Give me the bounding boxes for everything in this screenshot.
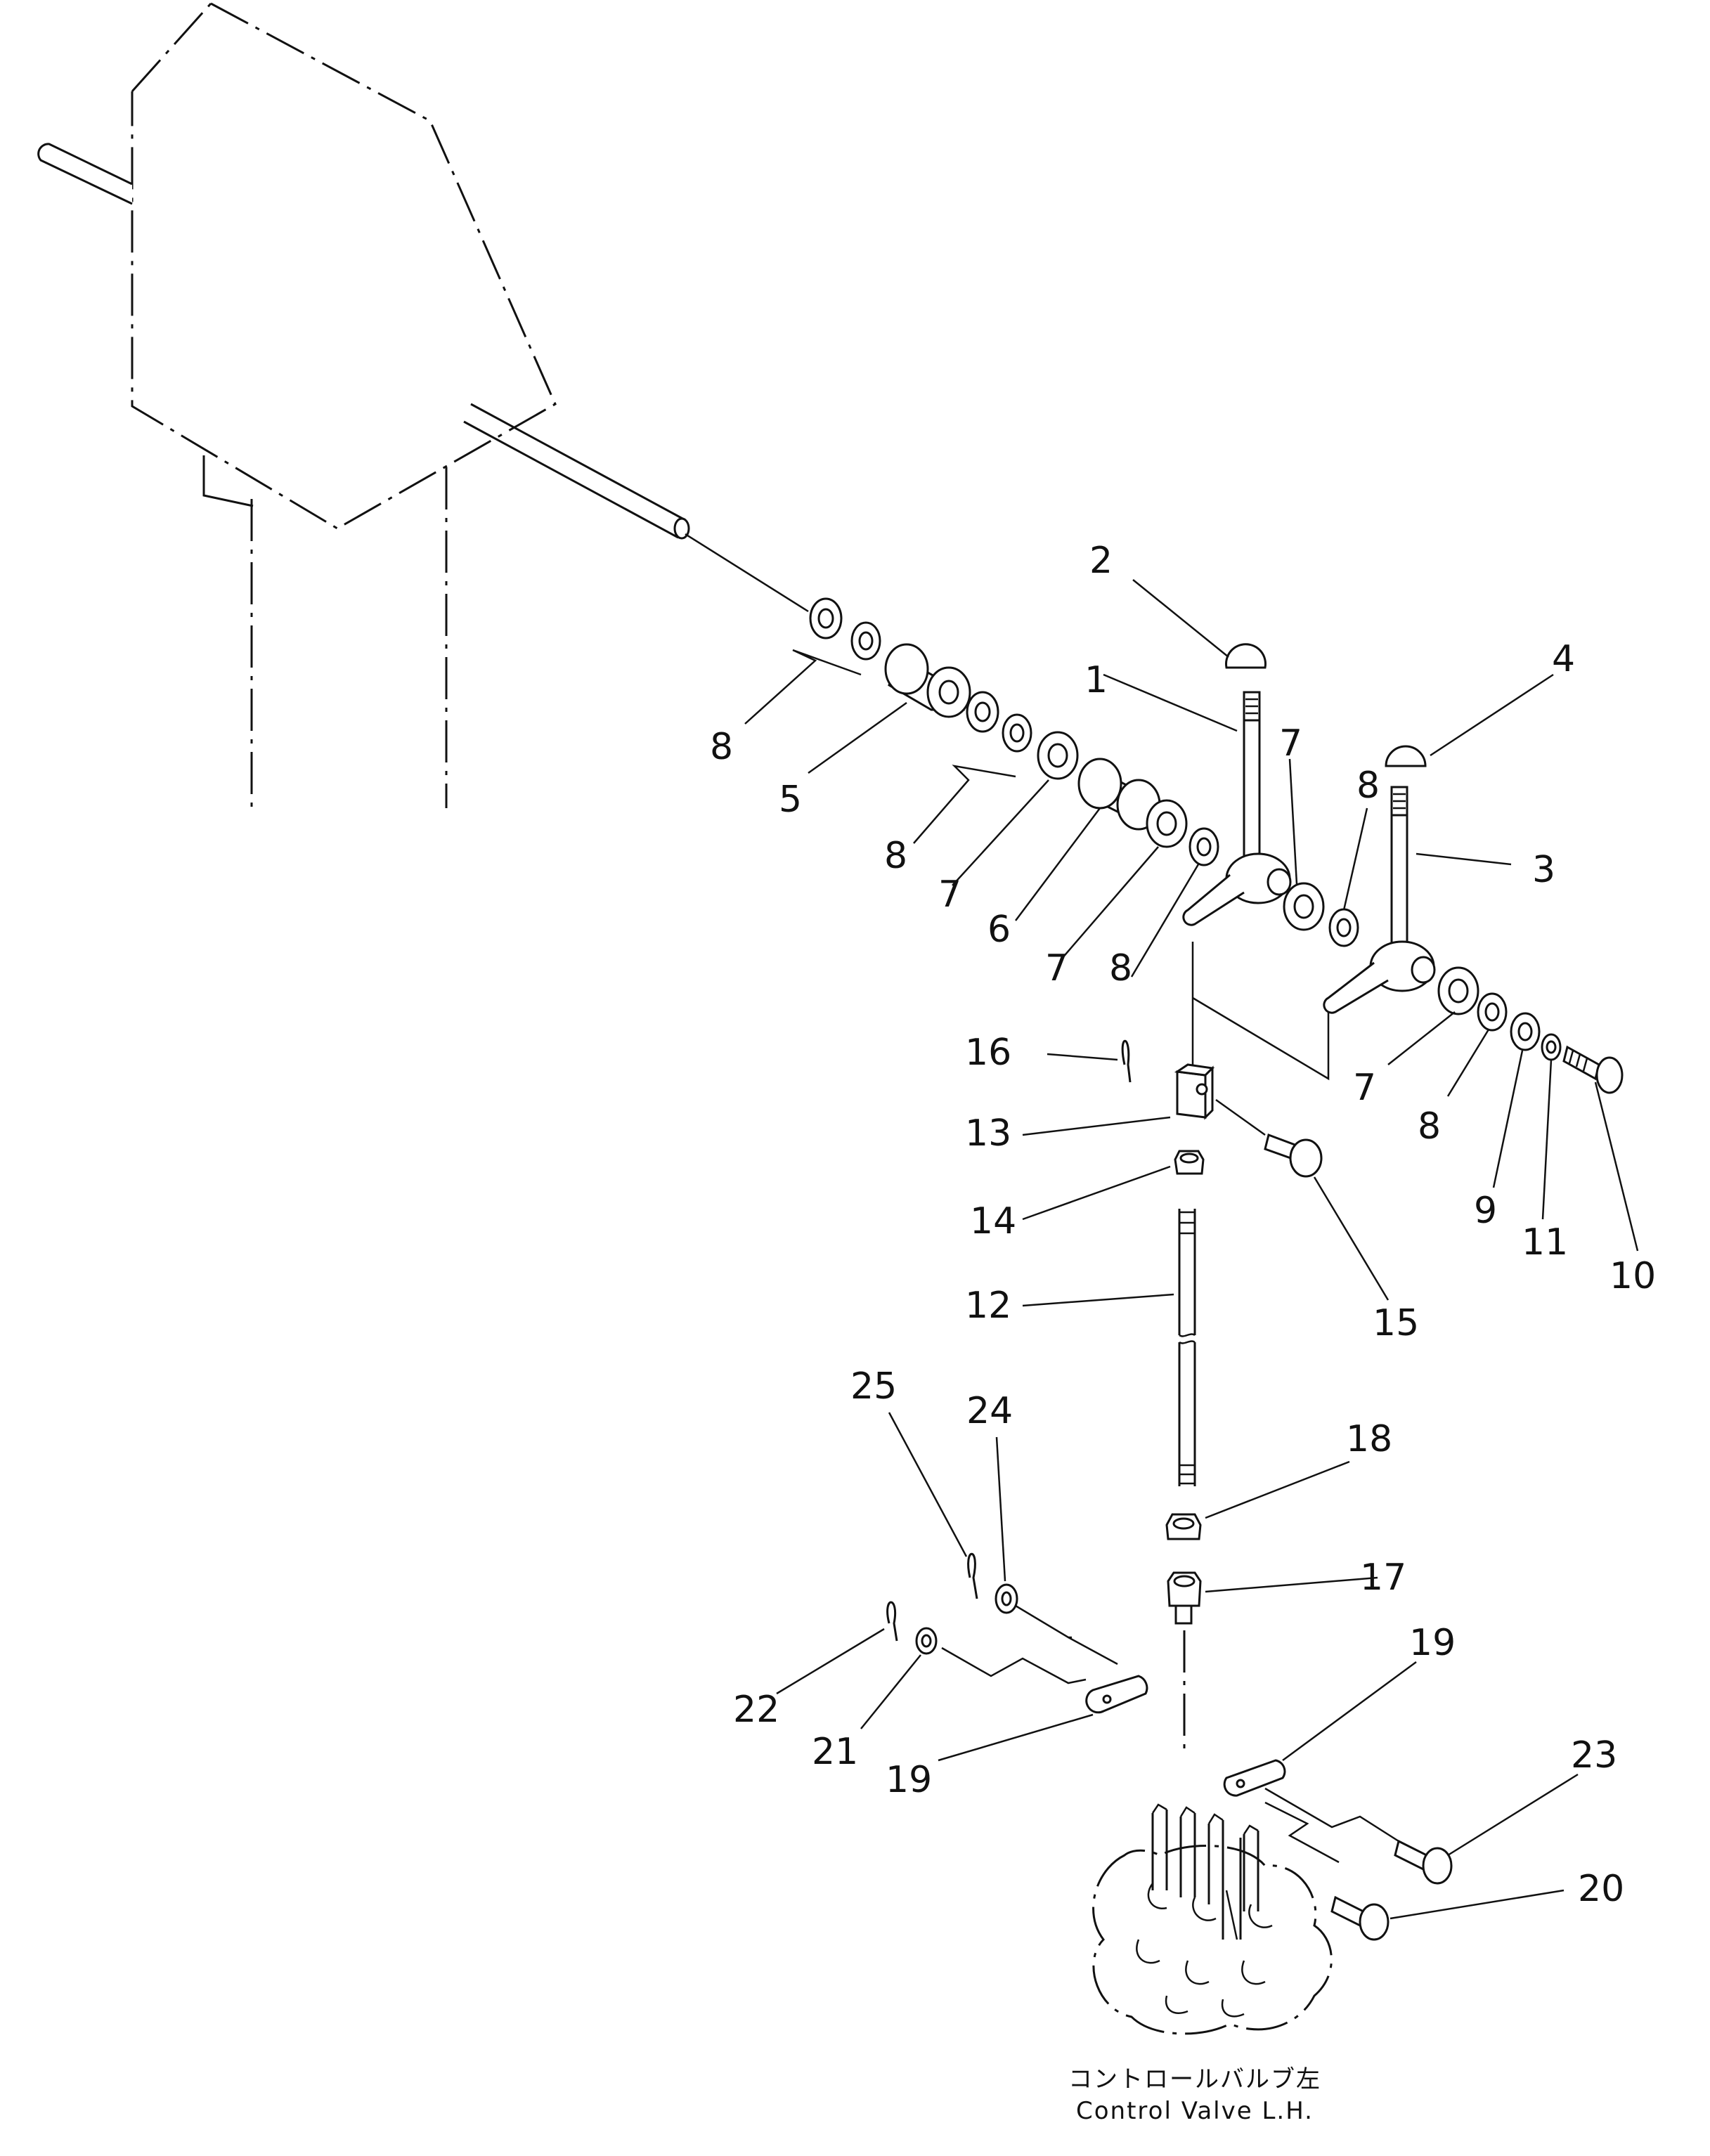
knob-part-2 (1225, 643, 1267, 669)
callout-8c: 8 (1109, 947, 1132, 989)
clip-part-25 (967, 1553, 978, 1599)
callout-21: 21 (812, 1731, 858, 1773)
washer-part-24 (995, 1583, 1018, 1614)
bushing-part-5 (884, 643, 971, 718)
callout-10: 10 (1609, 1255, 1656, 1297)
callout-8d: 8 (1356, 765, 1380, 807)
callout-7b: 7 (938, 874, 961, 916)
clevis-part-13 (1174, 1063, 1215, 1120)
callout-14: 14 (970, 1200, 1016, 1242)
washer-part-21 (915, 1627, 938, 1655)
washer-part-8g (1477, 992, 1508, 1032)
callout-23: 23 (1571, 1734, 1617, 1777)
rod-part-12 (1178, 1209, 1196, 1486)
washer-part-8a (809, 597, 843, 639)
pin-part-23 (1394, 1839, 1453, 1885)
callout-22: 22 (733, 1689, 779, 1731)
leader-lines (744, 579, 1639, 1920)
washer-part-8c (966, 691, 999, 733)
callout-16: 16 (965, 1032, 1011, 1074)
washer-part-9 (1510, 1012, 1541, 1051)
spacer-part-7a (1037, 731, 1079, 780)
knob-part-4 (1385, 745, 1427, 767)
callout-24: 24 (966, 1390, 1013, 1432)
washer-part-8d (1002, 713, 1032, 753)
pin-part-20 (1330, 1895, 1390, 1941)
callout-7d: 7 (1353, 1067, 1376, 1109)
pin-part-15 (1264, 1134, 1323, 1178)
callout-3: 3 (1532, 849, 1555, 891)
callout-6: 6 (987, 909, 1011, 951)
control-valve (1092, 1803, 1333, 2035)
callout-1: 1 (1084, 659, 1108, 701)
clip-part-16 (1121, 1040, 1132, 1083)
spacer-part-7d (1437, 966, 1479, 1015)
callout-17: 17 (1360, 1557, 1406, 1599)
plate-part-19b (1223, 1759, 1286, 1797)
callout-19a: 19 (886, 1759, 932, 1801)
lever-part-3 (1323, 786, 1436, 1014)
callout-18: 18 (1346, 1418, 1392, 1460)
callout-9: 9 (1474, 1190, 1497, 1232)
lever-assembly (809, 597, 1624, 1941)
callout-15: 15 (1373, 1302, 1419, 1344)
callout-5: 5 (779, 779, 802, 821)
callout-12: 12 (965, 1285, 1011, 1327)
clip-part-22 (886, 1601, 898, 1642)
callout-8b: 8 (884, 835, 907, 877)
callout-19b: 19 (1409, 1622, 1456, 1664)
caption-en: Control Valve L.H. (1076, 2097, 1314, 2125)
nut-part-14 (1174, 1150, 1205, 1175)
callout-25: 25 (850, 1365, 897, 1408)
callout-2: 2 (1089, 540, 1113, 582)
washer-part-8f (1328, 908, 1359, 947)
fitting-part-17 (1167, 1571, 1202, 1625)
caption-jp: コントロールバルブ左 (1068, 2065, 1321, 2093)
lever-part-1 (1182, 691, 1292, 926)
washer-part-11 (1541, 1033, 1562, 1061)
callout-7a: 7 (1279, 722, 1302, 765)
callout-11: 11 (1522, 1221, 1568, 1264)
spacer-part-7b (1146, 799, 1188, 848)
callout-7c: 7 (1045, 947, 1068, 989)
spacer-part-7c (1283, 882, 1325, 931)
callout-4: 4 (1552, 638, 1575, 680)
console-housing (37, 2, 809, 808)
washer-part-8b (850, 621, 881, 661)
nut-part-18 (1165, 1513, 1202, 1540)
callout-labels: 1 2 3 4 5 6 7 7 7 7 8 8 8 8 8 9 10 11 12… (710, 540, 1656, 1910)
washer-part-8e (1188, 827, 1219, 866)
callout-20: 20 (1578, 1868, 1624, 1910)
callout-8a: 8 (710, 726, 733, 768)
callout-8e: 8 (1418, 1105, 1441, 1148)
bolt-part-10 (1562, 1045, 1624, 1094)
plate-part-19a (1085, 1675, 1148, 1714)
callout-13: 13 (965, 1112, 1011, 1155)
